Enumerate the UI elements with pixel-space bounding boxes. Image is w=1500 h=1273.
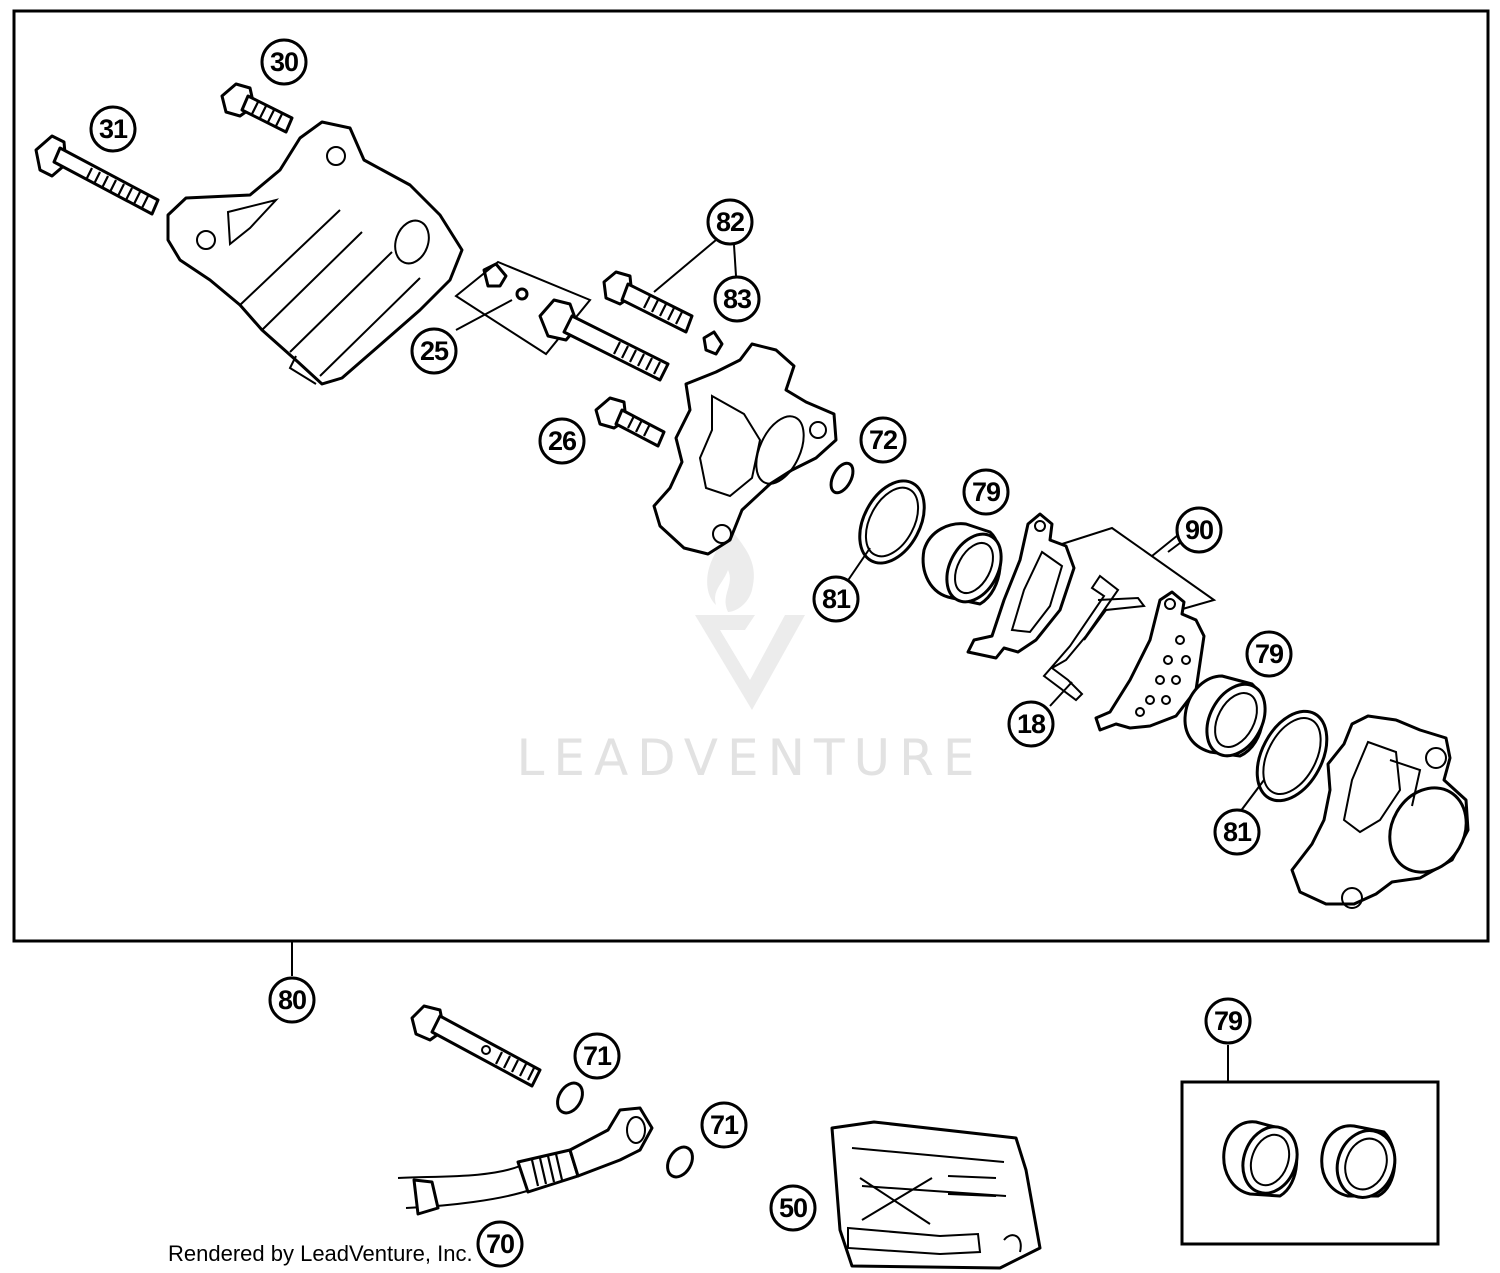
svg-text:80: 80 (278, 985, 306, 1015)
bolt-31 (34, 134, 160, 216)
svg-text:81: 81 (1223, 817, 1252, 847)
svg-text:25: 25 (420, 336, 449, 366)
svg-text:79: 79 (1214, 1006, 1243, 1036)
callout-81-lower: 81 (1213, 808, 1261, 856)
banjo-bolt (410, 1004, 542, 1088)
leadventure-watermark: LEADVENTURE (517, 525, 984, 787)
callout-81-upper: 81 (812, 575, 860, 623)
pad-spring-18 (1042, 574, 1146, 702)
brake-pad-outer (1094, 590, 1206, 732)
render-credit: Rendered by LeadVenture, Inc. (168, 1241, 473, 1266)
slide-pin (538, 298, 670, 382)
piston-seal-81b (1255, 709, 1329, 803)
callout-25: 25 (410, 327, 458, 375)
svg-text:79: 79 (1255, 639, 1284, 669)
o-ring-72 (829, 461, 855, 495)
caliper-half-inner (652, 342, 838, 556)
bolt-30 (220, 82, 294, 134)
callout-79-kit: 79 (1204, 997, 1252, 1045)
callout-72: 72 (859, 416, 907, 464)
callout-18: 18 (1007, 700, 1055, 748)
washer-71a (556, 1081, 584, 1115)
svg-text:50: 50 (779, 1193, 807, 1223)
watermark-brand: LEADVENTURE (517, 729, 984, 787)
callout-90: 90 (1175, 506, 1223, 554)
callout-83: 83 (713, 275, 761, 323)
brake-hose-70 (397, 1106, 654, 1216)
callout-82: 82 (706, 198, 754, 246)
grease-packet-50 (830, 1120, 1042, 1270)
svg-text:26: 26 (548, 426, 577, 456)
svg-text:18: 18 (1017, 709, 1046, 739)
svg-text:72: 72 (869, 425, 897, 455)
callout-30: 30 (260, 38, 308, 86)
screw-26 (594, 396, 666, 448)
callout-70: 70 (476, 1220, 524, 1268)
svg-text:31: 31 (99, 114, 128, 144)
callout-79-upper: 79 (962, 468, 1010, 516)
caliper-bracket (166, 120, 464, 386)
callout-79-middle: 79 (1245, 630, 1293, 678)
svg-text:79: 79 (972, 477, 1001, 507)
svg-text:30: 30 (270, 47, 298, 77)
svg-text:71: 71 (710, 1110, 739, 1140)
washer-71b (666, 1145, 694, 1179)
pin-bush-25 (454, 260, 592, 356)
callout-50: 50 (769, 1184, 817, 1232)
callout-31: 31 (89, 105, 137, 153)
piston-79a (921, 522, 1003, 606)
svg-text:70: 70 (486, 1229, 514, 1259)
piston-79b (1183, 674, 1267, 758)
callout-71-second: 71 (700, 1101, 748, 1149)
callout-80: 80 (268, 976, 316, 1024)
piston-seal-81a (858, 479, 926, 565)
assembly-frame (12, 9, 1490, 943)
bleeder-83 (702, 330, 724, 356)
callout-71-first: 71 (573, 1032, 621, 1080)
svg-text:71: 71 (583, 1041, 612, 1071)
caliper-half-outer (1290, 714, 1470, 909)
screw-82 (602, 270, 694, 334)
piston-kit-79 (1180, 1045, 1440, 1246)
svg-text:90: 90 (1185, 515, 1213, 545)
svg-text:83: 83 (723, 284, 752, 314)
callout-26: 26 (538, 417, 586, 465)
svg-text:81: 81 (822, 584, 851, 614)
svg-text:82: 82 (716, 207, 744, 237)
